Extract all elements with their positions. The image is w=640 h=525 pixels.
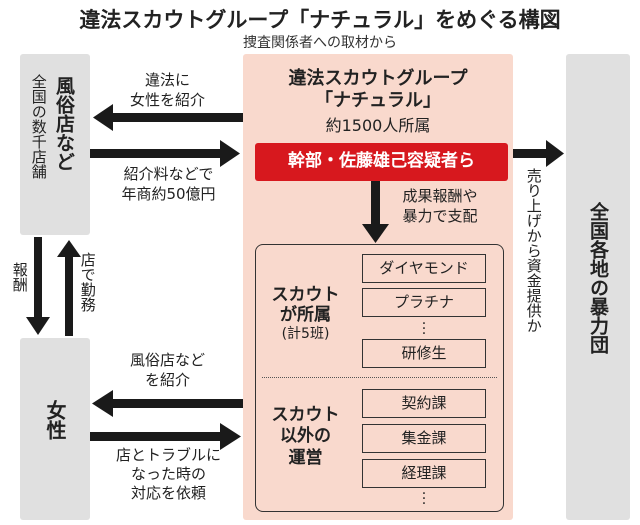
more-sections-dots: ··· — [421, 486, 427, 512]
group-name-2: 「ナチュラル」 — [315, 90, 441, 111]
scouts-label: スカウト が所属 (計5班) — [258, 285, 353, 343]
from-women-line-1: 店とトラブルに — [115, 446, 221, 464]
ops-label-3: 運営 — [288, 447, 323, 468]
shops-name: 風俗店など — [52, 76, 75, 171]
women-name: 女性 — [43, 400, 67, 440]
gangs-box: 全国各地の暴力団 — [566, 54, 630, 520]
control-line-1: 成果報酬や — [402, 187, 478, 205]
to-shops-line-1: 違法に — [144, 71, 190, 89]
arrow-from-women — [90, 423, 241, 450]
work-label: 店で勤務 — [78, 252, 97, 312]
to-gangs-label: 売り上げから資金提供か — [524, 168, 543, 333]
group-name: 違法スカウトグループ — [288, 68, 468, 89]
shops-box: 風俗店など 全国の数千店舗 — [20, 54, 90, 235]
ops-label-1: スカウト — [271, 405, 340, 425]
ops-label: スカウト 以外の 運営 — [258, 405, 353, 469]
to-shops-line-2: 女性を紹介 — [129, 91, 205, 110]
to-shops-label: 違法に 女性を紹介 — [100, 70, 235, 111]
team-diamond: ダイヤモンド — [362, 254, 486, 283]
scouts-label-3: (計5班) — [281, 325, 330, 342]
ops-label-2: 以外の — [280, 426, 331, 447]
diagram-subtitle: 捜査関係者への取材から — [243, 35, 397, 51]
arrow-to-women — [92, 390, 243, 417]
arrow-control — [362, 181, 389, 243]
from-shops-line-2: 年商約50億円 — [121, 185, 216, 204]
section-divider — [262, 377, 497, 378]
diagram-title: 違法スカウトグループ「ナチュラル」をめぐる構図 — [79, 8, 561, 32]
org-box — [255, 244, 504, 512]
leaders-banner: 幹部・佐藤雄己容疑者ら — [255, 143, 508, 181]
from-shops-line-1: 紹介料などで — [123, 165, 214, 183]
scouts-label-1: スカウト — [271, 285, 340, 305]
section-accounting: 経理課 — [362, 459, 486, 488]
from-women-line-2: なった時の — [130, 464, 206, 483]
gangs-name: 全国各地の暴力団 — [586, 202, 609, 354]
group-members: 約1500人所属 — [325, 116, 431, 135]
more-teams-dots: ··· — [421, 316, 427, 342]
arrow-to-gangs — [513, 140, 564, 167]
section-contract: 契約課 — [362, 389, 486, 418]
from-women-line-3: 対応を依頼 — [130, 483, 206, 502]
arrow-work — [57, 240, 81, 336]
from-shops-label: 紹介料などで 年商約50億円 — [96, 164, 241, 205]
team-trainees: 研修生 — [362, 339, 486, 368]
arrow-to-shops — [93, 104, 243, 131]
arrow-reward — [26, 237, 50, 335]
women-box: 女性 — [20, 338, 90, 520]
to-women-line-1: 風俗店など — [129, 351, 205, 369]
to-women-label: 風俗店など を紹介 — [100, 350, 235, 391]
team-platinum: プラチナ — [362, 288, 486, 317]
to-women-line-2: を紹介 — [144, 371, 190, 390]
arrow-from-shops — [90, 140, 240, 167]
reward-label: 報酬 — [10, 262, 29, 292]
from-women-label: 店とトラブルに なった時の 対応を依頼 — [96, 446, 241, 502]
section-collection: 集金課 — [362, 424, 486, 453]
scouts-label-2: が所属 — [280, 305, 331, 326]
shops-detail: 全国の数千店舗 — [29, 74, 48, 179]
control-line-2: 暴力で支配 — [402, 207, 478, 226]
control-label: 成果報酬や 暴力で支配 — [385, 186, 495, 227]
